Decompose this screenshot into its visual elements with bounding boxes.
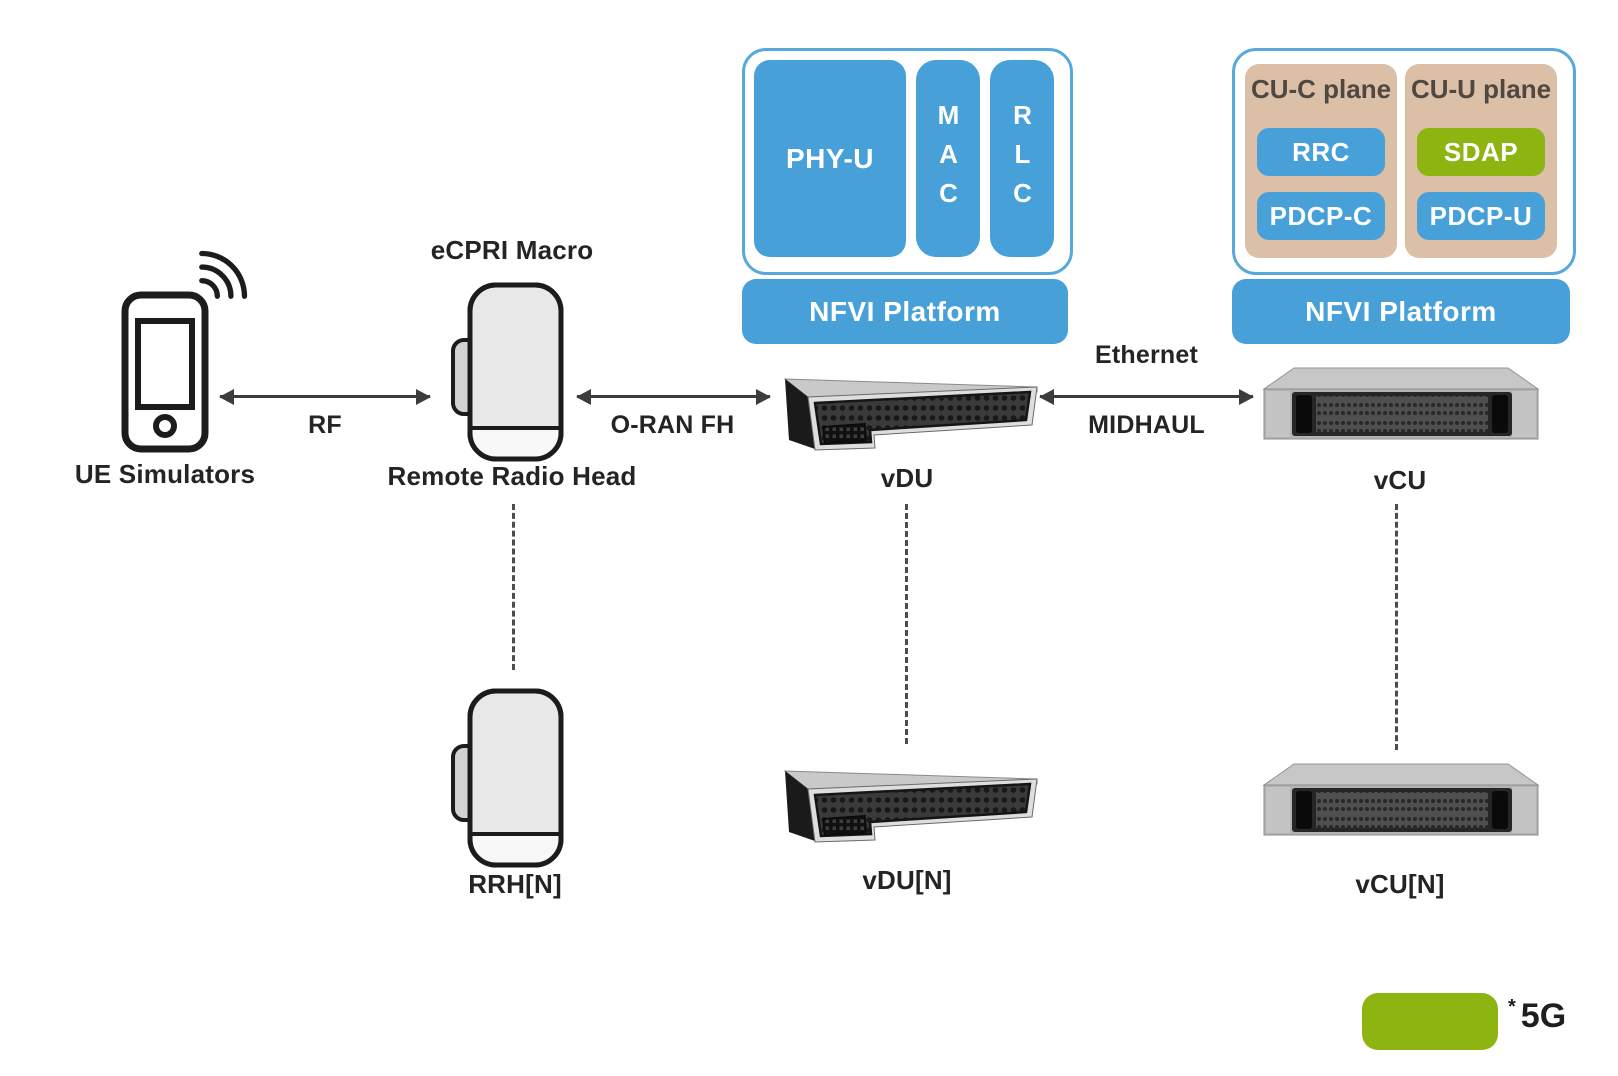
ue-phone-icon	[121, 291, 209, 453]
mac-block: MAC	[916, 60, 980, 257]
ecpri-macro-caption: eCPRI Macro	[430, 235, 594, 265]
cu-u-plane-title: CU-U plane	[1410, 74, 1552, 104]
vdu-function-box: PHY-U MAC RLC	[742, 48, 1073, 275]
cu-u-plane-box: CU-U plane SDAP PDCP-U	[1405, 64, 1557, 258]
pdcp-c-block: PDCP-C	[1257, 192, 1385, 240]
rrh-label: Remote Radio Head	[387, 461, 637, 491]
oran-fh-link-label: O-RAN FH	[610, 411, 735, 439]
vcu-function-box: CU-C plane RRC PDCP-C CU-U plane SDAP PD…	[1232, 48, 1576, 275]
cu-c-plane-title: CU-C plane	[1250, 74, 1392, 104]
rf-link-label: RF	[308, 411, 342, 439]
vcu-server-icon	[1262, 367, 1540, 440]
cu-c-plane-box: CU-C plane RRC PDCP-C	[1245, 64, 1397, 258]
5g-legend-asterisk: *	[1508, 996, 1516, 1018]
rrh-device-icon	[451, 282, 564, 462]
rrc-block: RRC	[1257, 128, 1385, 176]
5g-legend-label: *5G	[1508, 996, 1566, 1036]
vdu-nfvi-platform-bar: NFVI Platform	[742, 279, 1068, 344]
vcu-expansion-dotted-line	[1395, 504, 1398, 750]
rrh-expansion-dotted-line	[512, 504, 515, 670]
pdcp-u-block: PDCP-U	[1417, 192, 1545, 240]
phy-u-block: PHY-U	[754, 60, 906, 257]
vcu-nfvi-platform-bar: NFVI Platform	[1232, 279, 1570, 344]
rlc-block: RLC	[990, 60, 1054, 257]
wifi-waves-icon	[199, 250, 248, 299]
rrh-n-label: RRH[N]	[468, 869, 562, 899]
vdu-n-server-icon	[783, 770, 1038, 843]
5g-legend-swatch	[1362, 993, 1498, 1050]
ue-simulators-label: UE Simulators	[74, 459, 256, 489]
midhaul-link-arrow	[1039, 388, 1254, 405]
vdu-expansion-dotted-line	[905, 504, 908, 744]
vcu-n-label: vCU[N]	[1355, 869, 1445, 899]
midhaul-link-label: MIDHAUL	[1088, 411, 1205, 439]
oran-fh-link-arrow	[576, 388, 771, 405]
sdap-block: SDAP	[1417, 128, 1545, 176]
vdu-server-icon	[783, 378, 1038, 451]
5g-legend-text: 5G	[1520, 997, 1567, 1035]
rrh-n-device-icon	[451, 688, 564, 868]
ethernet-link-label: Ethernet	[1094, 341, 1198, 369]
rf-link-arrow	[219, 388, 431, 405]
vcu-label: vCU	[1373, 465, 1427, 495]
vdu-label: vDU	[880, 463, 934, 493]
vcu-n-server-icon	[1262, 763, 1540, 836]
vdu-n-label: vDU[N]	[862, 865, 952, 895]
